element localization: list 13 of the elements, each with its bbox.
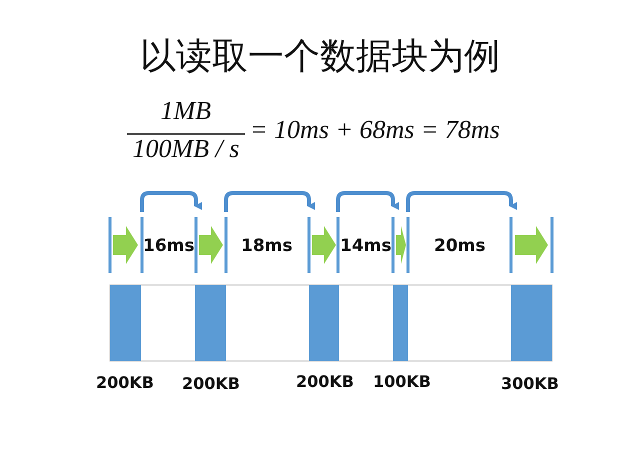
block-size-label: 100KB — [373, 372, 431, 391]
seek-time-label: 16ms — [143, 236, 194, 256]
block-size-label: 200KB — [182, 374, 240, 393]
block-size-label: 200KB — [96, 373, 154, 392]
slide-title: 以读取一个数据块为例 — [140, 34, 500, 78]
seek-time-label: 18ms — [241, 236, 292, 256]
block-size-label: 300KB — [501, 374, 559, 393]
formula-denominator: 100MB / s — [132, 134, 240, 164]
seek-time-label: 20ms — [434, 236, 486, 256]
formula-numerator: 1MB — [160, 96, 212, 126]
block-size-label: 200KB — [296, 372, 354, 391]
seek-time-label: 14ms — [340, 236, 392, 256]
formula-result: = 10ms + 68ms = 78ms — [250, 115, 500, 145]
